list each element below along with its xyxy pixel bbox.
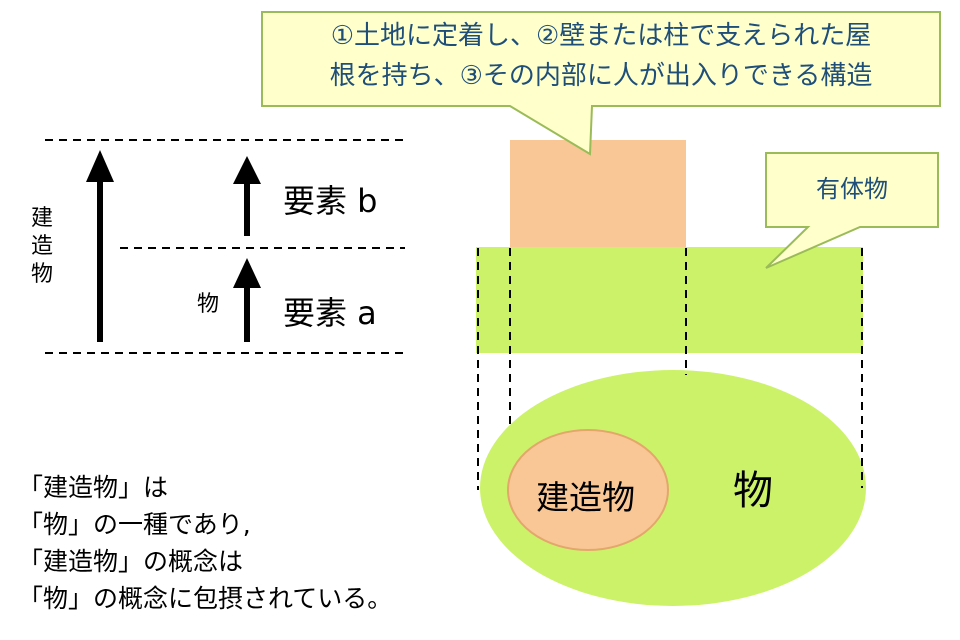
- orange-block: [510, 140, 686, 250]
- arrow-element-a: [233, 258, 261, 342]
- note-line-2: 「物」の一種であり,: [18, 510, 251, 539]
- callout-top-shape: [261, 11, 941, 156]
- note-line-3: 「建造物」の概念は: [18, 547, 244, 576]
- vertical-label-building: 建 造 物: [30, 206, 53, 287]
- green-band: [476, 247, 863, 353]
- callout-top-line2: 根を持ち、③その内部に人が出入りできる構造: [329, 61, 873, 91]
- arrow-building: [86, 150, 114, 342]
- level-lines: [45, 139, 405, 354]
- element-a-label: 要素 a: [283, 294, 377, 332]
- projection-lines: [477, 248, 863, 490]
- callout-top-line1: ①土地に定着し、②壁または柱で支えられた屋: [330, 21, 872, 51]
- note-line-1: 「建造物」は: [18, 473, 169, 502]
- callout-right-text: 有体物: [816, 175, 888, 203]
- venn-inner-ellipse: [507, 429, 669, 551]
- callout-top-text: ①土地に定着し、②壁または柱で支えられた屋 根を持ち、③その内部に人が出入りでき…: [262, 16, 940, 96]
- venn-outer-label: 物: [733, 468, 773, 514]
- small-label-thing: 物: [197, 292, 220, 317]
- callout-right-shape: [765, 152, 939, 269]
- arrow-element-b: [233, 156, 261, 236]
- note-line-4: 「物」の概念に包摂されている。: [18, 584, 393, 613]
- element-b-label: 要素 b: [283, 182, 378, 220]
- venn-inner-label: 建造物: [536, 478, 635, 517]
